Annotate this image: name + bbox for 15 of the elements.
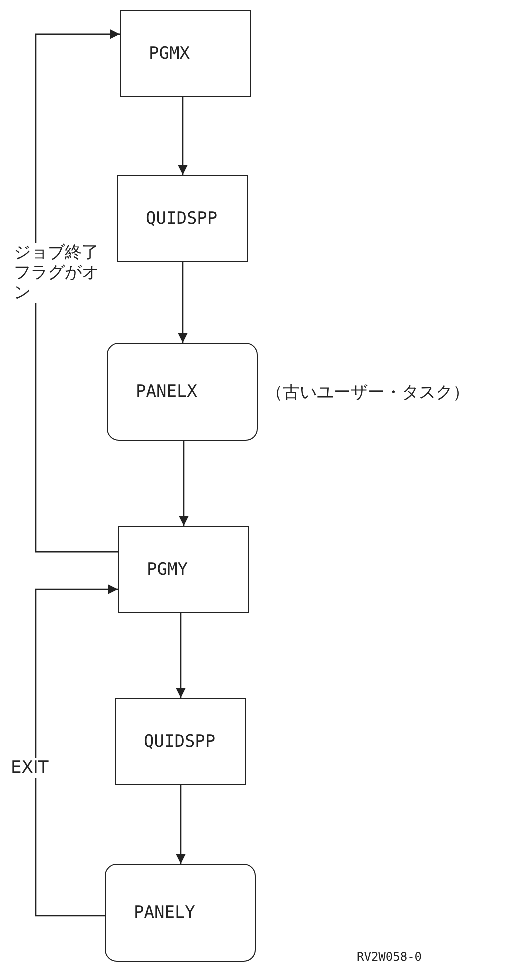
annotation-text: （古いユーザー・タスク） xyxy=(266,382,470,404)
arrow xyxy=(35,29,120,553)
process-box: PGMY xyxy=(118,526,249,613)
process-box: PGMX xyxy=(120,10,251,97)
arrow xyxy=(35,584,118,917)
arrow xyxy=(176,785,186,864)
rounded-box: PANELY xyxy=(105,864,256,962)
process-box: QUIDSPP xyxy=(117,175,248,262)
arrow xyxy=(176,613,186,698)
figure-id: RV2W058-0 xyxy=(357,950,422,964)
rounded-box: PANELX xyxy=(107,343,258,441)
arrow xyxy=(178,262,188,343)
arrow xyxy=(179,441,189,526)
process-box: QUIDSPP xyxy=(115,698,246,785)
arrow xyxy=(178,97,188,175)
